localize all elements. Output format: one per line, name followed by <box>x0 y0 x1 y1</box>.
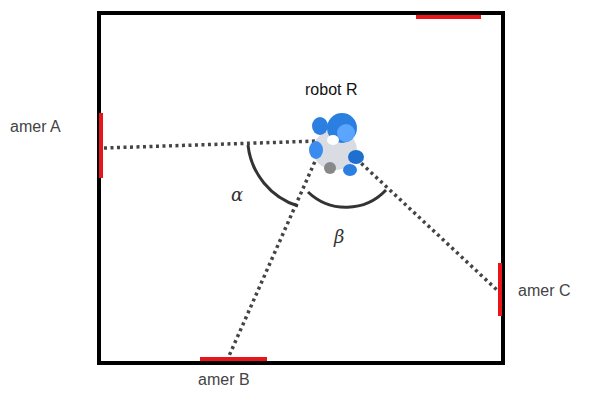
room-outline <box>99 13 503 363</box>
landmark-label: amer A <box>10 119 61 135</box>
robot-label: robot R <box>305 82 357 98</box>
landmark-label: amer B <box>198 372 250 388</box>
sight-lines <box>104 141 497 356</box>
angle-label: β <box>334 228 344 246</box>
robot-icon <box>309 113 364 176</box>
angle-label: α <box>231 186 243 204</box>
landmark-bars <box>101 17 500 359</box>
landmark-label: amer C <box>518 283 570 299</box>
